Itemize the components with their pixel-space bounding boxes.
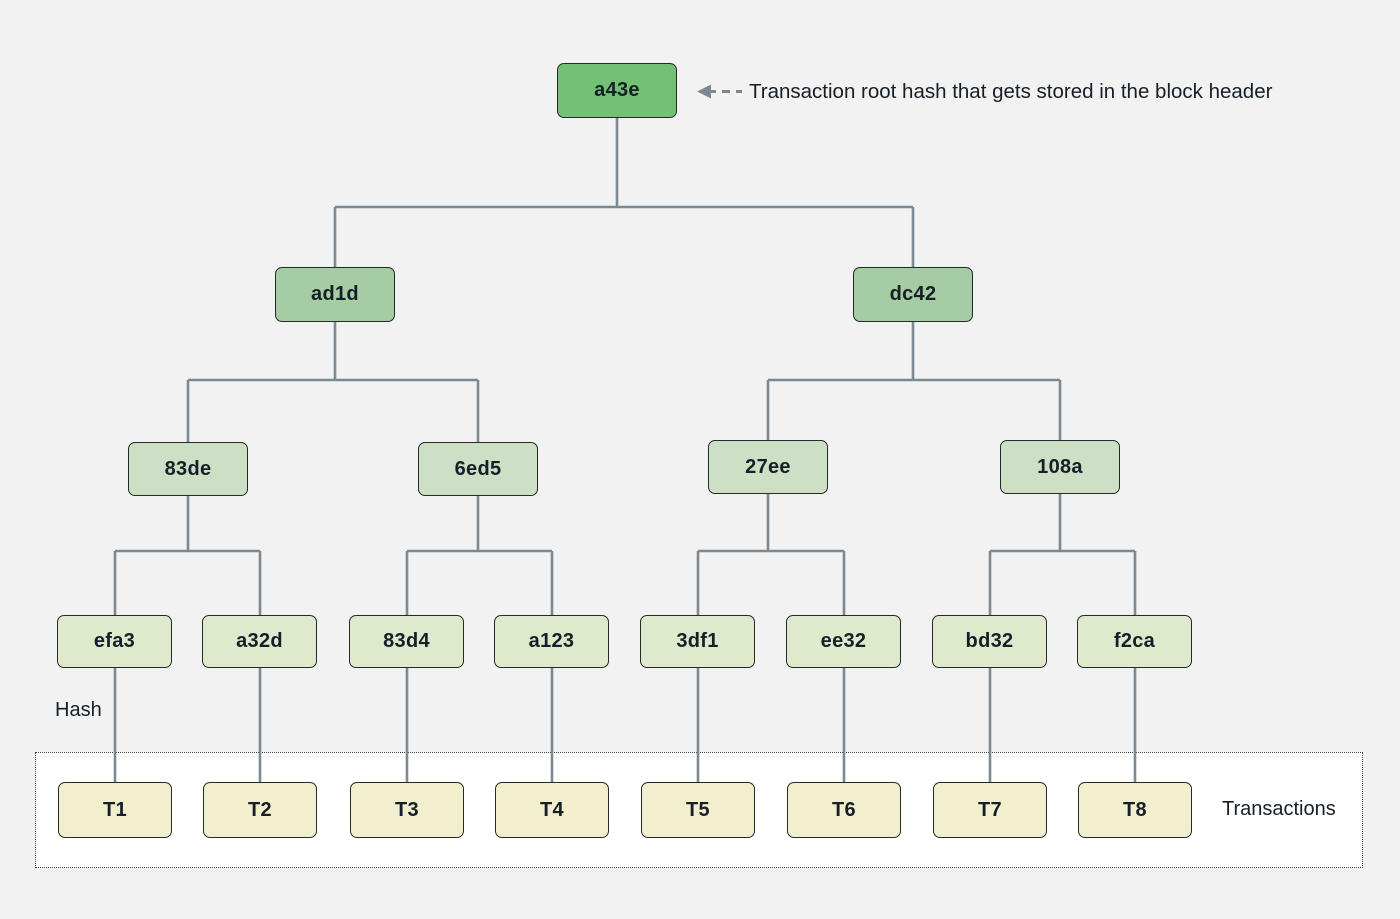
leaf-hash-node: efa3 — [57, 615, 172, 668]
leaf-hash-node: a32d — [202, 615, 317, 668]
transaction-node: T1 — [58, 782, 172, 838]
hash-label: Hash — [55, 699, 102, 721]
internal-hash-node: 27ee — [708, 440, 828, 494]
transaction-node: T5 — [641, 782, 755, 838]
leaf-hash-node: 3df1 — [640, 615, 755, 668]
internal-hash-node: dc42 — [853, 267, 973, 322]
transactions-label: Transactions — [1222, 798, 1336, 820]
internal-hash-node: ad1d — [275, 267, 395, 322]
transaction-node: T2 — [203, 782, 317, 838]
transaction-node: T8 — [1078, 782, 1192, 838]
leaf-hash-node: bd32 — [932, 615, 1047, 668]
leaf-hash-node: ee32 — [786, 615, 901, 668]
left-arrow-icon — [697, 84, 742, 99]
root-hash-node: a43e — [557, 63, 677, 118]
leaf-hash-node: 83d4 — [349, 615, 464, 668]
leaf-hash-node: f2ca — [1077, 615, 1192, 668]
transaction-node: T6 — [787, 782, 901, 838]
leaf-hash-node: a123 — [494, 615, 609, 668]
root-hash-annotation: Transaction root hash that gets stored i… — [749, 80, 1273, 103]
transaction-node: T3 — [350, 782, 464, 838]
internal-hash-node: 108a — [1000, 440, 1120, 494]
internal-hash-node: 6ed5 — [418, 442, 538, 496]
transaction-node: T7 — [933, 782, 1047, 838]
internal-hash-node: 83de — [128, 442, 248, 496]
transaction-node: T4 — [495, 782, 609, 838]
